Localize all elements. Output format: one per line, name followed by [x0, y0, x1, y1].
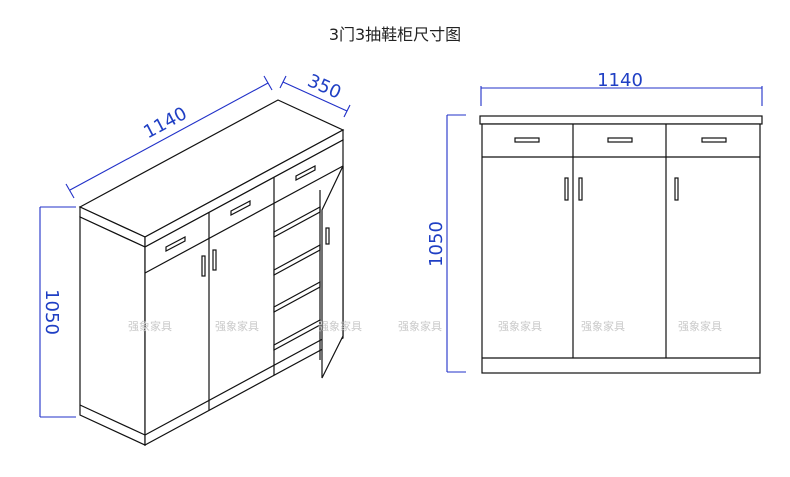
watermark-text: 强象家具 — [318, 319, 362, 333]
watermark-text: 强象家具 — [215, 319, 259, 333]
iso-drawer-divider — [144, 165, 344, 274]
watermark-text: 强象家具 — [678, 319, 722, 333]
isometric-view: 1140 350 1050 — [39, 70, 351, 447]
watermark-text: 强象家具 — [398, 319, 442, 333]
drawing-title: 3门3抽鞋柜尺寸图 — [329, 25, 461, 44]
iso-width-label: 1140 — [140, 103, 190, 143]
watermark-text: 强象家具 — [581, 319, 625, 333]
iso-drawer-handle — [165, 165, 316, 252]
iso-door-handle — [201, 249, 217, 277]
iso-shelves — [273, 190, 321, 360]
iso-depth-label: 350 — [304, 70, 344, 103]
iso-height-dimension: 1050 — [39, 206, 76, 418]
iso-height-label: 1050 — [41, 289, 62, 335]
front-height-dimension: 1050 — [426, 114, 466, 373]
front-view: 1140 1050 — [426, 70, 763, 374]
front-body — [481, 123, 761, 374]
front-door-handle — [564, 177, 679, 201]
iso-open-door-handle — [325, 227, 330, 245]
watermark-text: 强象家具 — [128, 319, 172, 333]
iso-open-door — [321, 165, 344, 379]
front-top-slab — [479, 115, 763, 125]
front-drawer-handle — [514, 137, 727, 143]
watermark-row: 强象家具 强象家具 强象家具 强象家具 强象家具 强象家具 强象家具 — [128, 319, 722, 333]
watermark-text: 强象家具 — [498, 319, 542, 333]
front-width-label: 1140 — [597, 70, 643, 91]
front-width-dimension: 1140 — [480, 70, 763, 106]
front-height-label: 1050 — [426, 221, 447, 267]
iso-front-face — [144, 138, 344, 447]
